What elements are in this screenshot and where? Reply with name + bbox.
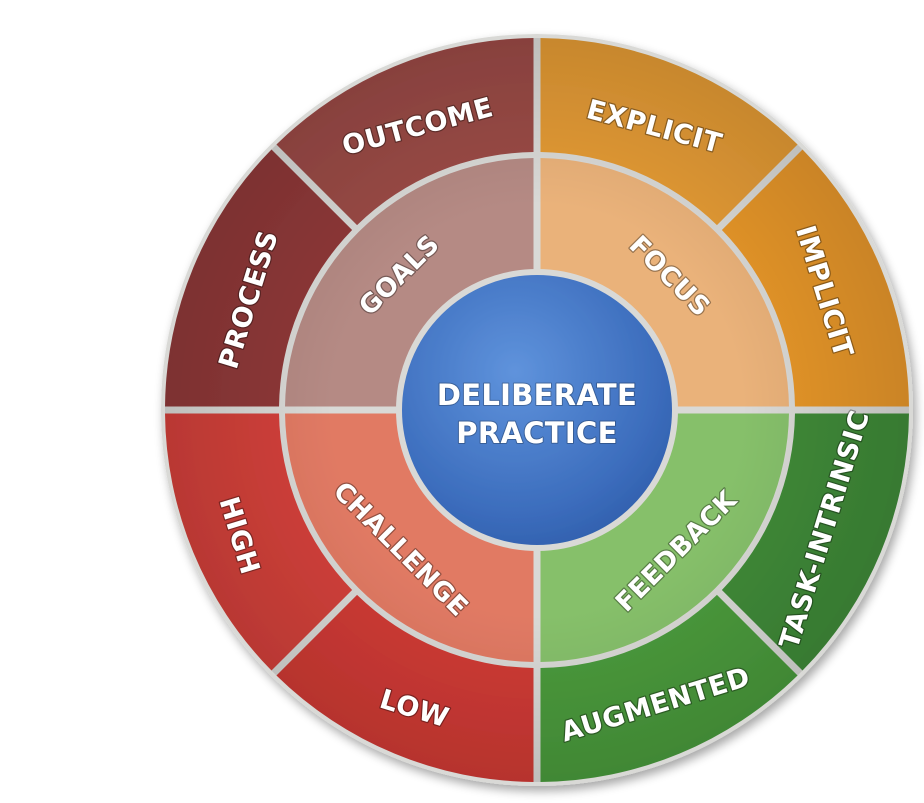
wheel-shading (165, 38, 909, 782)
wheel-body (161, 34, 913, 786)
center-title-line-2: PRACTICE (456, 416, 617, 450)
center-labels: DELIBERATE PRACTICE (436, 377, 638, 451)
center-title-line-1: DELIBERATE (437, 378, 637, 412)
